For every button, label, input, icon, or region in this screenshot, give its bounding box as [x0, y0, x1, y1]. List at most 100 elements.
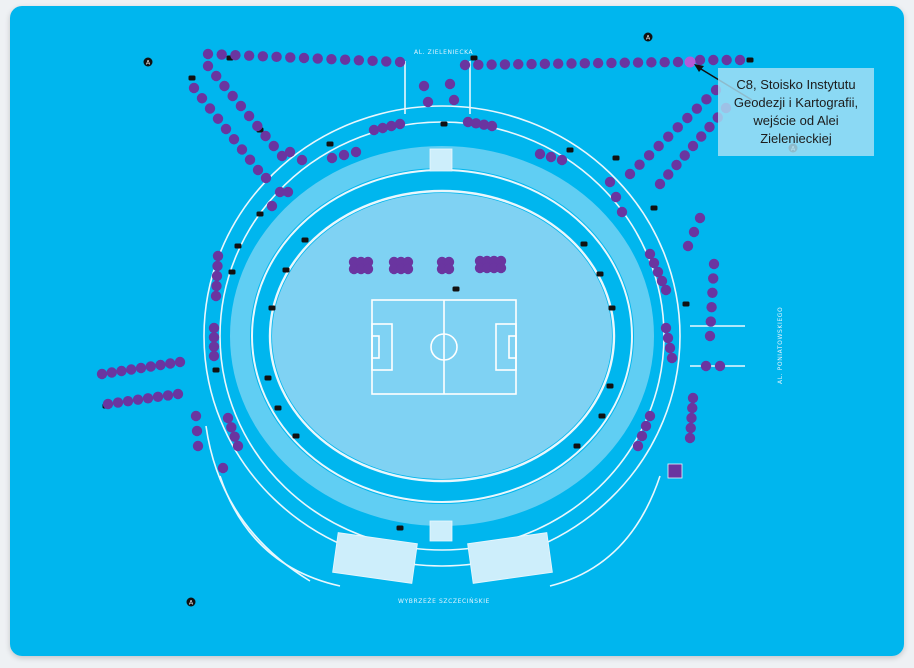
booth-marker[interactable] [326, 53, 337, 65]
booth-marker[interactable] [707, 287, 718, 298]
booth-marker[interactable] [632, 440, 644, 452]
booth-marker[interactable] [252, 164, 264, 176]
booth-marker[interactable] [122, 395, 134, 407]
booth-marker[interactable] [208, 332, 220, 343]
booth-marker[interactable] [444, 78, 456, 90]
booth-marker[interactable] [236, 144, 248, 155]
booth-marker[interactable] [422, 96, 434, 108]
booth-marker[interactable] [687, 140, 699, 152]
booth-marker[interactable] [394, 118, 406, 130]
booth-marker[interactable] [672, 56, 684, 68]
booth-marker[interactable] [734, 54, 746, 66]
booth-marker[interactable] [252, 120, 263, 132]
booth-marker[interactable] [653, 140, 664, 152]
booth-marker[interactable] [696, 131, 707, 142]
booth-marker[interactable] [648, 257, 660, 269]
booth-marker[interactable] [701, 94, 712, 105]
booth-marker[interactable] [652, 266, 664, 278]
booth-marker[interactable] [704, 330, 716, 342]
booth-marker[interactable] [155, 359, 166, 371]
booth-marker[interactable] [566, 58, 577, 69]
booth-marker[interactable] [285, 52, 296, 63]
booth-marker[interactable] [663, 169, 674, 180]
booth-marker[interactable] [684, 432, 696, 444]
booth-marker[interactable] [686, 412, 697, 424]
booth-marker[interactable] [284, 146, 296, 158]
booth-marker[interactable] [459, 59, 471, 71]
booth-marker[interactable] [326, 152, 338, 164]
booth-marker[interactable] [367, 55, 378, 67]
booth-marker[interactable] [694, 54, 706, 66]
booth-marker[interactable] [654, 178, 666, 190]
booth-marker[interactable] [235, 100, 247, 112]
booth-marker[interactable] [513, 59, 524, 70]
booth-marker[interactable] [534, 148, 546, 160]
booth-marker[interactable] [222, 412, 234, 424]
booth-marker[interactable] [165, 358, 176, 369]
booth-marker[interactable] [228, 134, 240, 145]
booth-marker[interactable] [106, 367, 117, 378]
booth-marker[interactable] [217, 462, 229, 474]
booth-marker[interactable] [706, 302, 717, 313]
booth-marker[interactable] [202, 48, 214, 60]
booth-marker[interactable] [402, 263, 414, 275]
booth-marker[interactable] [688, 226, 700, 238]
booth-marker[interactable] [112, 397, 124, 408]
booth-marker[interactable] [208, 341, 220, 352]
booth-marker[interactable] [656, 275, 668, 287]
booth-marker[interactable] [714, 360, 726, 372]
booth-marker[interactable] [172, 388, 184, 400]
booth-marker[interactable] [473, 59, 484, 71]
entrance-marker-2[interactable]: A [643, 32, 653, 42]
booth-marker[interactable] [191, 425, 203, 437]
booth-marker[interactable] [704, 121, 715, 133]
booth-marker[interactable] [624, 168, 636, 180]
booth-marker[interactable] [266, 200, 278, 212]
booth-marker[interactable] [338, 149, 350, 161]
booth-marker[interactable] [211, 270, 223, 282]
selected-booth-icon[interactable] [684, 56, 696, 68]
booth-marker[interactable] [268, 140, 279, 152]
booth-marker[interactable] [274, 186, 286, 198]
booth-marker[interactable] [212, 113, 224, 124]
booth-marker[interactable] [634, 159, 645, 170]
booth-marker[interactable] [381, 56, 392, 67]
booth-marker[interactable] [350, 146, 362, 158]
booth-marker[interactable] [196, 93, 208, 104]
booth-marker[interactable] [152, 391, 164, 403]
entrance-marker-1[interactable]: A [143, 57, 153, 67]
booth-marker[interactable] [212, 250, 224, 262]
booth-marker[interactable] [230, 49, 241, 61]
booth-marker[interactable] [499, 59, 511, 70]
booth-marker[interactable] [640, 420, 652, 432]
booth-marker[interactable] [682, 240, 694, 252]
booth-marker[interactable] [708, 54, 719, 66]
booth-marker[interactable] [708, 258, 720, 270]
entrance-marker-3[interactable]: A [186, 597, 196, 607]
booth-marker[interactable] [386, 120, 397, 132]
booth-marker[interactable] [142, 393, 154, 404]
booth-marker[interactable] [232, 440, 244, 452]
booth-marker[interactable] [188, 82, 200, 94]
booth-marker[interactable] [282, 186, 294, 198]
booth-marker[interactable] [211, 70, 222, 82]
booth-marker[interactable] [312, 53, 323, 64]
booth-marker[interactable] [377, 122, 388, 134]
booth-marker[interactable] [202, 60, 214, 72]
booth-marker[interactable] [662, 332, 674, 344]
booth-marker[interactable] [691, 103, 703, 114]
booth-marker[interactable] [132, 394, 144, 405]
booth-marker[interactable] [636, 430, 648, 442]
booth-marker[interactable] [616, 206, 628, 218]
booth-marker[interactable] [495, 262, 507, 274]
booth-marker[interactable] [644, 248, 656, 260]
booth-marker[interactable] [96, 368, 108, 380]
booth-marker[interactable] [219, 80, 230, 92]
booth-marker[interactable] [298, 52, 310, 64]
booth-marker[interactable] [260, 130, 271, 142]
booth-marker[interactable] [672, 122, 683, 133]
booth-marker[interactable] [257, 51, 269, 62]
booth-marker[interactable] [632, 57, 644, 68]
booth-marker[interactable] [204, 103, 216, 114]
booth-marker[interactable] [339, 54, 351, 65]
